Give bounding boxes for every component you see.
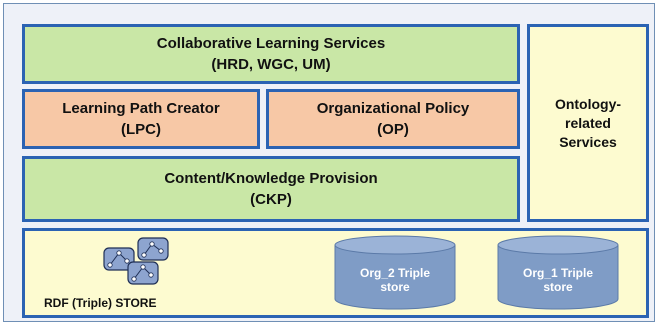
content-knowledge-provision-box: Content/Knowledge Provision (CKP) — [22, 156, 520, 222]
learning-path-creator-box: Learning Path Creator (LPC) — [22, 89, 260, 149]
org1-triple-store: Org_1 Triple store — [497, 235, 619, 311]
org1-store-line2: store — [543, 280, 573, 294]
ontology-line2: related — [565, 114, 611, 131]
op-title: Organizational Policy — [316, 100, 470, 117]
rdf-store-label: RDF (Triple) STORE — [44, 296, 157, 310]
ckp-subtitle: (CKP) — [250, 191, 292, 208]
org2-store-line1: Org_2 Triple — [359, 266, 431, 280]
org1-store-line1: Org_1 Triple — [522, 266, 594, 280]
lpc-subtitle: (LPC) — [121, 121, 161, 138]
collaborative-subtitle: (HRD, WGC, UM) — [211, 56, 331, 73]
ontology-related-services-box: Ontology- related Services — [527, 24, 649, 222]
collaborative-title: Collaborative Learning Services — [156, 35, 386, 52]
org2-store-line2: store — [380, 280, 410, 294]
op-subtitle: (OP) — [377, 121, 409, 138]
ontology-line1: Ontology- — [554, 95, 622, 112]
graph-nodes-icon — [103, 237, 169, 285]
lpc-title: Learning Path Creator — [62, 100, 220, 117]
collaborative-learning-services-box: Collaborative Learning Services (HRD, WG… — [22, 24, 520, 84]
cylinder-shape — [497, 235, 619, 310]
ontology-line3: Services — [559, 133, 617, 150]
cylinder-shape — [334, 235, 456, 310]
ckp-title: Content/Knowledge Provision — [164, 170, 378, 187]
org2-triple-store: Org_2 Triple store — [334, 235, 456, 311]
organizational-policy-box: Organizational Policy (OP) — [266, 89, 520, 149]
